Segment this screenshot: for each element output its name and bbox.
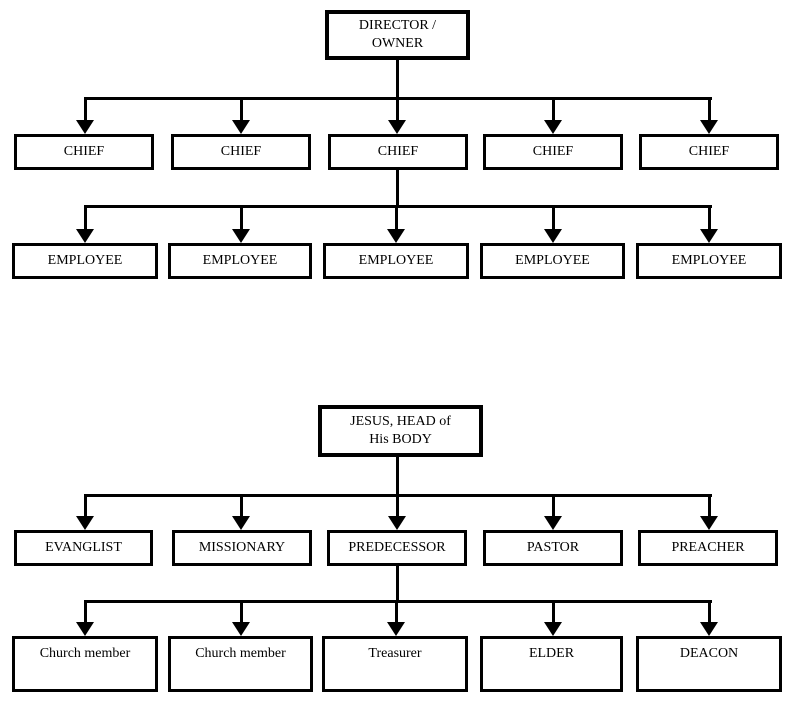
connector-arrow: [232, 600, 250, 636]
arrow-down-icon: [387, 622, 405, 636]
connector-arrow: [76, 600, 94, 636]
node-label: CHIEF: [532, 143, 574, 159]
node-employee-3: EMPLOYEE: [323, 243, 469, 279]
arrow-down-icon: [76, 229, 94, 243]
arrow-down-icon: [700, 516, 718, 530]
node-employee-1: EMPLOYEE: [12, 243, 158, 279]
node-label: MISSIONARY: [198, 539, 286, 555]
node-label: CHIEF: [377, 143, 419, 159]
connector-arrow: [700, 97, 718, 134]
connector-line: [396, 60, 399, 100]
arrow-down-icon: [387, 229, 405, 243]
node-church-member-1: Church member: [12, 636, 158, 692]
node-label: OWNER: [371, 36, 424, 51]
node-elder: ELDER: [480, 636, 623, 692]
node-missionary: MISSIONARY: [172, 530, 312, 566]
connector-arrow: [544, 205, 562, 243]
node-evanglist: EVANGLIST: [14, 530, 153, 566]
node-label: PREDECESSOR: [348, 539, 446, 555]
node-label: CHIEF: [688, 143, 730, 159]
node-label: DIRECTOR /: [358, 17, 437, 33]
connector-arrow: [387, 600, 405, 636]
connector-arrow: [700, 494, 718, 530]
node-label: PASTOR: [526, 539, 580, 555]
arrow-down-icon: [232, 622, 250, 636]
node-director-owner: DIRECTOR / OWNER: [325, 10, 470, 60]
connector-arrow: [388, 494, 406, 530]
arrow-down-icon: [544, 622, 562, 636]
node-employee-2: EMPLOYEE: [168, 243, 312, 279]
connector-arrow: [700, 600, 718, 636]
node-label: DEACON: [679, 646, 739, 661]
node-label: EVANGLIST: [45, 539, 122, 555]
connector-arrow: [232, 97, 250, 134]
arrow-down-icon: [544, 516, 562, 530]
connector-line: [396, 564, 399, 603]
node-pastor: PASTOR: [483, 530, 623, 566]
node-label: EMPLOYEE: [358, 252, 434, 268]
connector-arrow: [700, 205, 718, 243]
node-predecessor: PREDECESSOR: [327, 530, 467, 566]
arrow-down-icon: [388, 516, 406, 530]
arrow-down-icon: [700, 229, 718, 243]
connector-arrow: [76, 494, 94, 530]
node-chief-1: CHIEF: [14, 134, 154, 170]
node-label: PREACHER: [671, 539, 745, 555]
connector-line: [84, 600, 712, 603]
connector-arrow: [76, 97, 94, 134]
connector-arrow: [388, 97, 406, 134]
arrow-down-icon: [700, 120, 718, 134]
connector-arrow: [544, 494, 562, 530]
arrow-down-icon: [76, 120, 94, 134]
node-chief-4: CHIEF: [483, 134, 623, 170]
connector-arrow: [76, 205, 94, 243]
node-employee-5: EMPLOYEE: [636, 243, 782, 279]
connector-line: [396, 457, 399, 497]
node-jesus-head: JESUS, HEAD of His BODY: [318, 405, 483, 457]
connector-arrow: [387, 205, 405, 243]
node-label: CHIEF: [220, 143, 262, 159]
arrow-down-icon: [232, 229, 250, 243]
node-label: Church member: [39, 646, 131, 661]
arrow-down-icon: [544, 120, 562, 134]
node-label: CHIEF: [63, 143, 105, 159]
node-preacher: PREACHER: [638, 530, 778, 566]
arrow-down-icon: [700, 622, 718, 636]
node-chief-2: CHIEF: [171, 134, 311, 170]
arrow-down-icon: [232, 120, 250, 134]
node-label: EMPLOYEE: [47, 252, 123, 268]
connector-line: [396, 168, 399, 208]
node-employee-4: EMPLOYEE: [480, 243, 625, 279]
node-chief-5: CHIEF: [639, 134, 779, 170]
arrow-down-icon: [232, 516, 250, 530]
node-deacon: DEACON: [636, 636, 782, 692]
node-label: Church member: [195, 646, 286, 661]
arrow-down-icon: [76, 622, 94, 636]
node-treasurer: Treasurer: [322, 636, 468, 692]
connector-arrow: [232, 494, 250, 530]
node-church-member-2: Church member: [168, 636, 313, 692]
arrow-down-icon: [388, 120, 406, 134]
node-label: His BODY: [369, 432, 432, 447]
node-label: JESUS, HEAD of: [350, 413, 451, 429]
node-label: EMPLOYEE: [671, 252, 747, 268]
node-label: EMPLOYEE: [202, 252, 278, 268]
arrow-down-icon: [544, 229, 562, 243]
node-label: EMPLOYEE: [515, 252, 590, 268]
connector-arrow: [544, 600, 562, 636]
node-label: ELDER: [528, 646, 575, 661]
connector-arrow: [232, 205, 250, 243]
node-chief-3: CHIEF: [328, 134, 468, 170]
connector-arrow: [544, 97, 562, 134]
arrow-down-icon: [76, 516, 94, 530]
connector-line: [84, 205, 712, 208]
node-label: Treasurer: [368, 646, 422, 661]
